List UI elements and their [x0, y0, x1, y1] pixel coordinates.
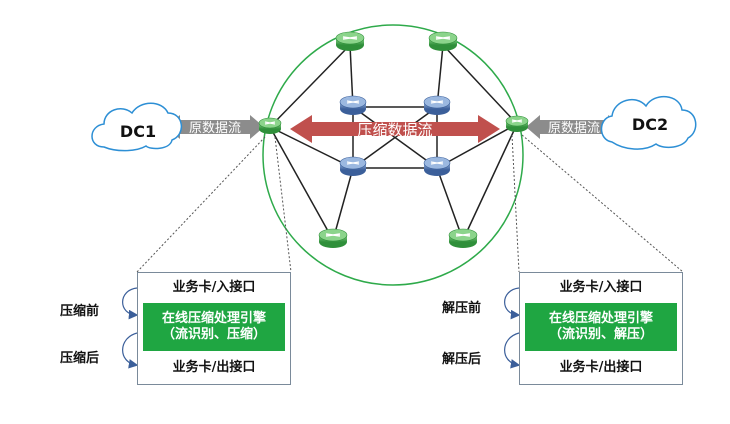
left-egress-row: 业务卡/出接口	[172, 360, 256, 375]
right-ingress-row: 业务卡/入接口	[559, 280, 643, 295]
network-ring	[262, 24, 524, 286]
core-router-icon	[423, 156, 451, 176]
dc2-cloud	[600, 96, 697, 150]
right-after-label: 解压后	[442, 352, 482, 367]
router-icon	[428, 31, 458, 51]
left-flow-label: 原数据流	[189, 121, 241, 136]
dc1-cloud	[91, 102, 182, 152]
router-icon	[335, 31, 365, 51]
left-engine-row: 在线压缩处理引擎 （流识别、压缩）	[143, 303, 285, 351]
right-step-arrow-after	[504, 332, 521, 369]
core-router-icon	[423, 95, 451, 115]
right-flow-label: 原数据流	[548, 121, 600, 136]
left-after-label: 压缩后	[60, 351, 100, 366]
right-flow-arrow	[526, 115, 622, 139]
left-engine-subtitle: （流识别、压缩）	[161, 327, 266, 342]
left-ingress-row: 业务卡/入接口	[172, 280, 256, 295]
compressed-flow-arrow	[290, 115, 500, 143]
router-icon	[448, 228, 478, 248]
dc2-label: DC2	[632, 115, 668, 134]
left-flow-arrow	[166, 115, 264, 139]
right-step-arrow-before	[504, 287, 521, 320]
core-router-icon	[339, 95, 367, 115]
left-step-arrow-before	[122, 287, 139, 320]
right-detail-box: 业务卡/入接口 在线压缩处理引擎 （流识别、解压） 业务卡/出接口	[519, 272, 683, 385]
right-engine-subtitle: （流识别、解压）	[548, 327, 653, 342]
left-before-label: 压缩前	[60, 304, 100, 319]
compressed-flow-label: 压缩数据流	[357, 121, 432, 139]
core-router-icon	[339, 156, 367, 176]
network-links	[269, 44, 518, 241]
right-engine-title: 在线压缩处理引擎	[548, 311, 653, 326]
edge-router-left-icon	[258, 117, 282, 134]
edge-router-right-icon	[505, 115, 529, 132]
right-before-label: 解压前	[442, 301, 482, 316]
left-engine-title: 在线压缩处理引擎	[161, 311, 266, 326]
right-engine-row: 在线压缩处理引擎 （流识别、解压）	[525, 303, 677, 351]
callout-lines	[136, 134, 684, 273]
left-step-arrow-after	[122, 332, 139, 369]
dc1-label: DC1	[120, 122, 156, 141]
right-egress-row: 业务卡/出接口	[559, 360, 643, 375]
left-detail-box: 业务卡/入接口 在线压缩处理引擎 （流识别、压缩） 业务卡/出接口	[137, 272, 291, 385]
router-icon	[318, 228, 348, 248]
